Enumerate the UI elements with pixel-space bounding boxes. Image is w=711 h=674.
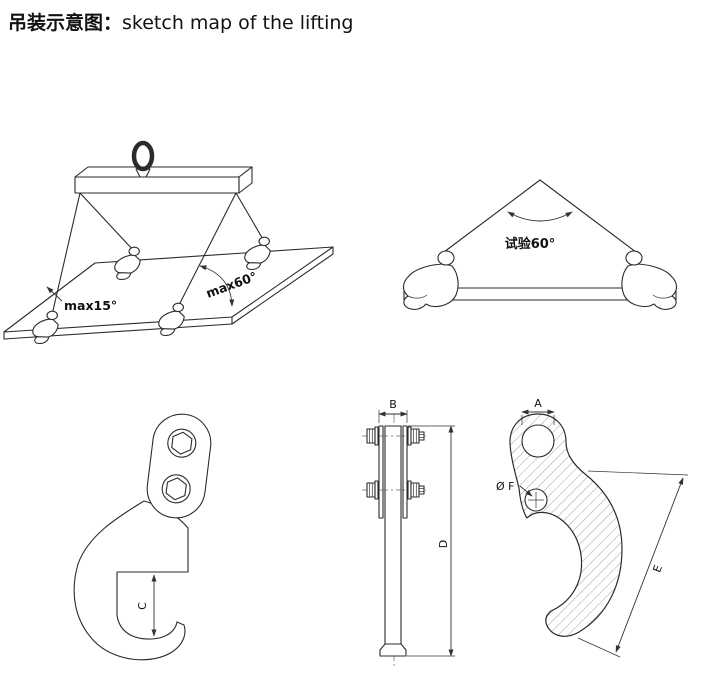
bolt-assembly-bottom bbox=[362, 480, 426, 500]
dim-d-label: D bbox=[437, 540, 450, 548]
section-body bbox=[509, 413, 623, 637]
eye-plate bbox=[146, 413, 212, 519]
slings bbox=[51, 192, 265, 316]
dim-c: C bbox=[136, 574, 157, 637]
dim-b: B bbox=[378, 398, 408, 423]
lifting-scene-diagram: max15° max60° bbox=[3, 140, 334, 345]
spreader-beam bbox=[74, 166, 253, 194]
max15-label: max15° bbox=[64, 298, 117, 313]
test-clamp-right bbox=[621, 250, 678, 310]
angle-test60: 试验60° bbox=[505, 211, 573, 252]
test-plate-bar bbox=[403, 287, 677, 301]
test-angle-diagram: 试验60° bbox=[402, 179, 678, 310]
clamp-body-profile bbox=[73, 500, 189, 661]
clamp-side-profile-drawing: C bbox=[73, 413, 212, 661]
page-title-chinese: 吊装示意图： bbox=[8, 12, 123, 34]
page-title: 吊装示意图：sketch map of the lifting bbox=[8, 8, 353, 35]
dim-f: Ø F bbox=[496, 480, 533, 497]
lifting-shackle bbox=[131, 140, 155, 172]
clamp-section-view-drawing: A Ø F E bbox=[496, 397, 689, 658]
dim-f-label: Ø F bbox=[496, 480, 514, 493]
pin-hole bbox=[524, 488, 548, 512]
dim-e: E bbox=[577, 470, 689, 658]
dim-d: D bbox=[407, 425, 455, 657]
dim-b-label: B bbox=[389, 398, 397, 411]
test-clamp-left bbox=[402, 250, 459, 310]
page-title-english: sketch map of the lifting bbox=[122, 12, 354, 34]
test60-label: 试验60° bbox=[505, 236, 556, 252]
eye-bore bbox=[521, 424, 555, 458]
angle-max15: max15° bbox=[46, 286, 117, 313]
dim-e-label: E bbox=[650, 563, 665, 574]
dim-c-label: C bbox=[136, 602, 149, 610]
bolt-assembly-top bbox=[362, 426, 426, 446]
dim-a: A bbox=[521, 397, 555, 425]
test-slings bbox=[443, 179, 637, 253]
dim-a-label: A bbox=[534, 397, 542, 410]
clamp-front-view-drawing: B D bbox=[362, 398, 455, 666]
front-body bbox=[378, 425, 408, 657]
